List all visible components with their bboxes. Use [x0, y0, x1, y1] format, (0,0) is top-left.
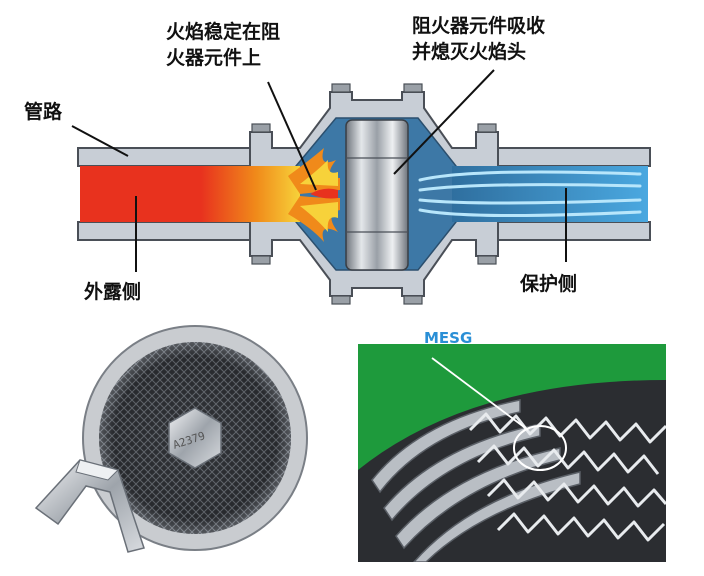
stacked-layers [371, 399, 581, 562]
flame-stabilized-label-line2: 火器元件上 [166, 46, 261, 69]
flame-stabilized-leader [267, 81, 317, 191]
mesg-detail: MESG [358, 329, 666, 562]
flame-tongues [288, 148, 340, 242]
element-absorbs-label-line1: 阻火器元件吸收 [412, 14, 545, 37]
leader-lines [71, 69, 567, 272]
pipe-label: 管路 [24, 100, 63, 123]
flame-channel [80, 166, 300, 222]
pipe-section [77, 83, 651, 305]
center-hex-nut [168, 407, 222, 469]
mesg-leader [431, 357, 529, 431]
flange-bolts [251, 83, 497, 305]
exposed-side-label: 外露侧 [84, 280, 141, 303]
mesg-label: MESG [424, 329, 472, 347]
arrester-element [345, 119, 409, 271]
mesg-highlight-ellipse [513, 425, 567, 471]
element-absorbs-label-line2: 并熄灭火焰头 [412, 40, 526, 63]
protected-side-label: 保护侧 [519, 272, 577, 295]
flame-stabilized-label-line1: 火焰稳定在阻 [166, 20, 280, 43]
element-photo: A2379 [34, 325, 308, 553]
pipe-leader [71, 125, 129, 157]
corrugations [468, 412, 666, 542]
element-absorbs-leader [393, 69, 495, 175]
cool-streaks [418, 170, 642, 218]
